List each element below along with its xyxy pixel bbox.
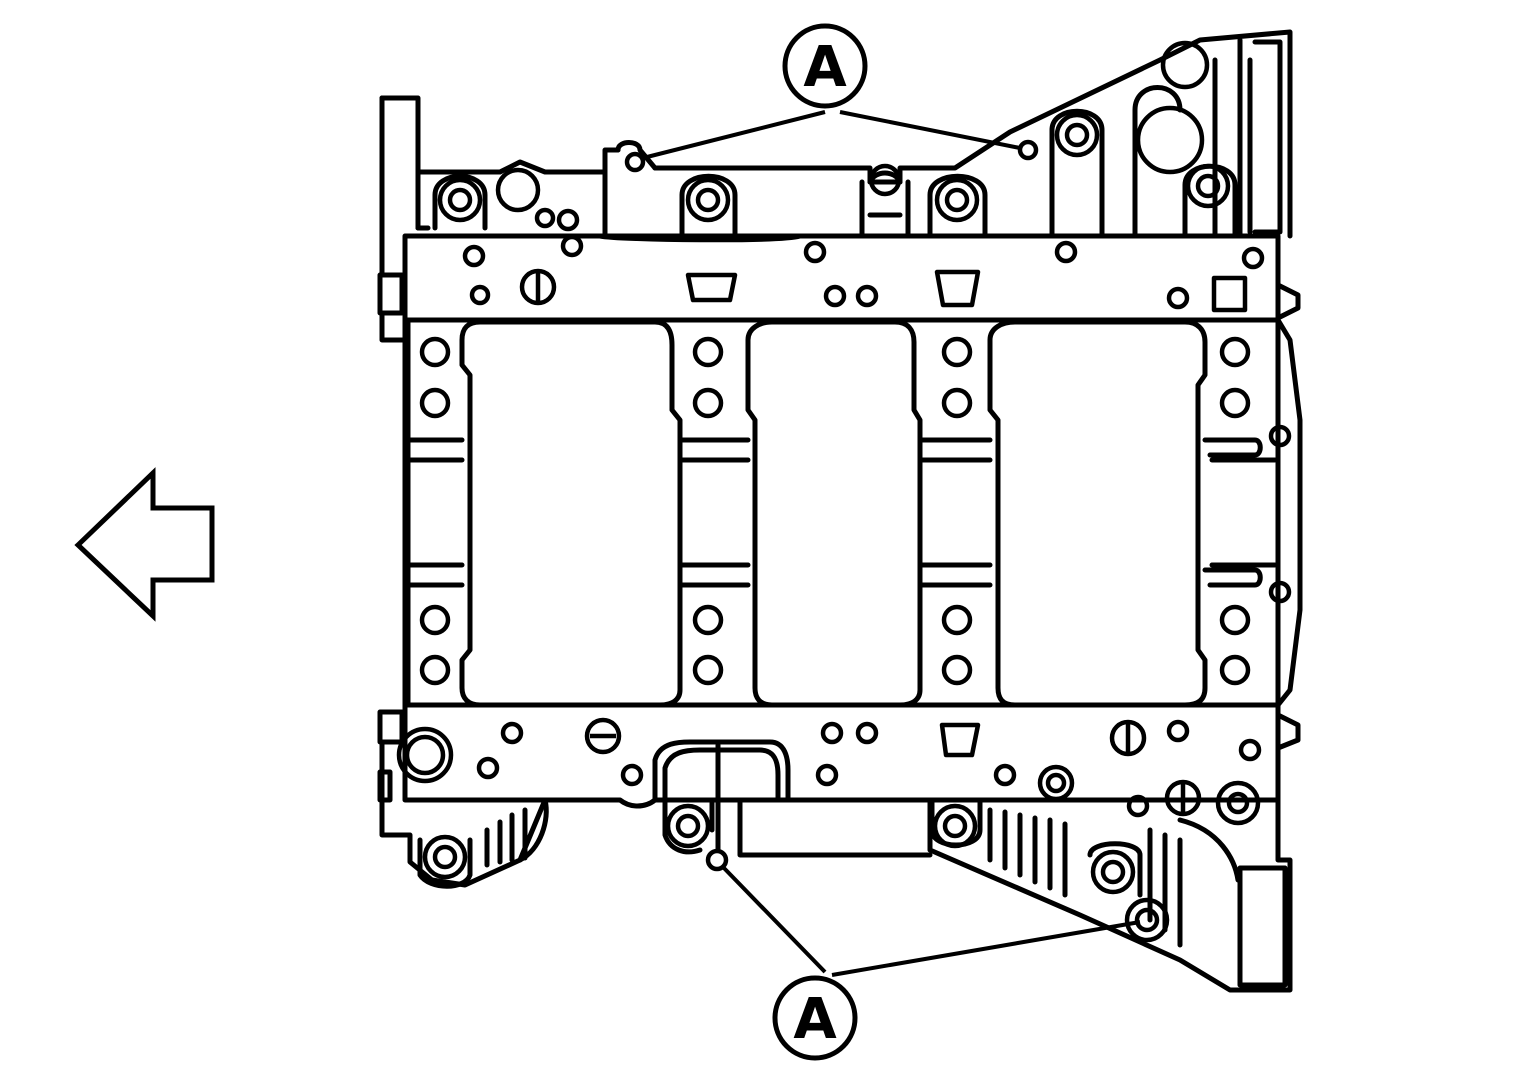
oil-slots bbox=[535, 269, 1248, 813]
callout-top-circle bbox=[782, 23, 868, 109]
bolt-holes bbox=[396, 40, 1292, 943]
callout-bottom: A bbox=[772, 975, 858, 1061]
lower-cylinder-block bbox=[377, 29, 1303, 993]
callout-leaders bbox=[642, 110, 1141, 977]
front-direction-arrow-icon bbox=[74, 467, 215, 622]
callout-top-label: A bbox=[803, 35, 847, 100]
callout-top: A bbox=[782, 23, 868, 109]
callout-bottom-label: A bbox=[793, 987, 837, 1052]
callout-bottom-circle bbox=[772, 975, 858, 1061]
